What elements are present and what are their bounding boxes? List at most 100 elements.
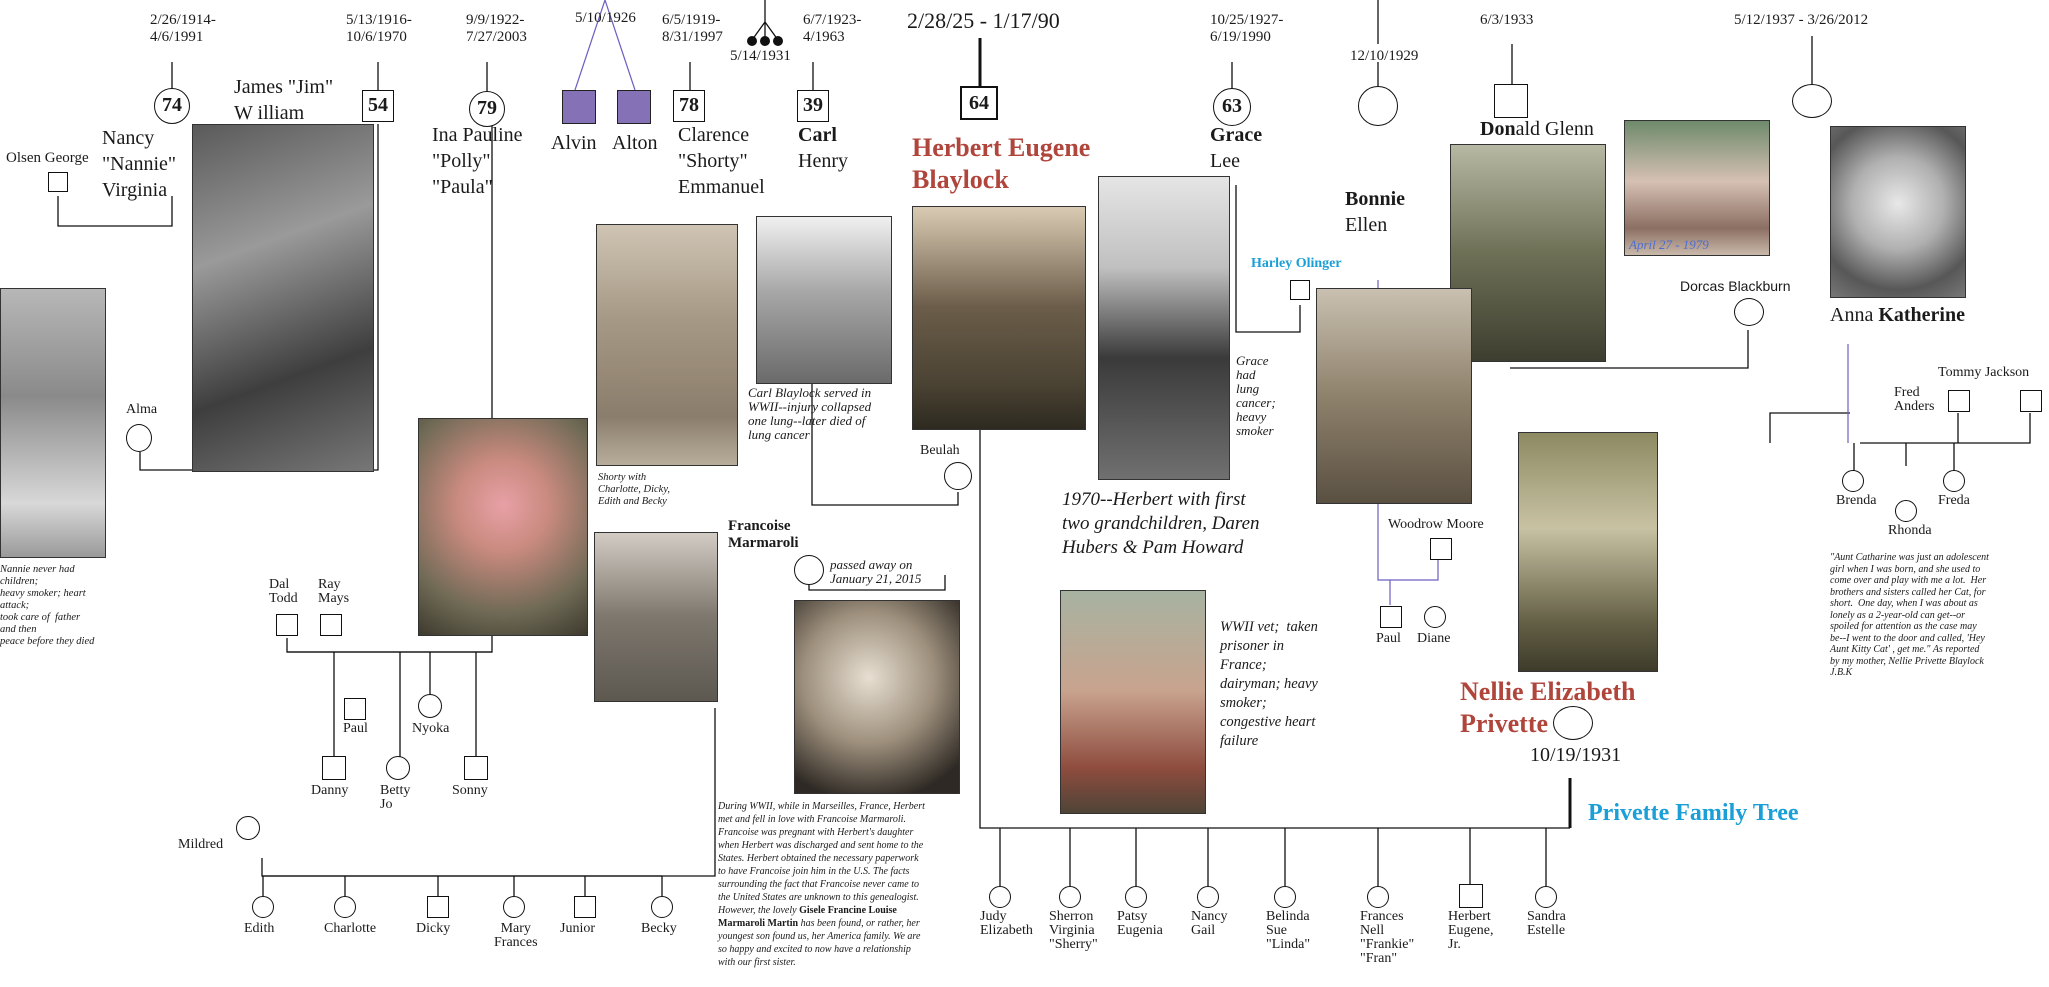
brenda-female-symbol xyxy=(1842,470,1864,492)
diane-name: Diane xyxy=(1417,631,1451,646)
katherine-photo xyxy=(1830,126,1966,298)
dicky-name: Dicky xyxy=(416,921,451,936)
ina-photo xyxy=(418,418,588,636)
paul-b-name: Paul xyxy=(1376,631,1401,646)
fred-male-symbol xyxy=(1948,390,1970,412)
ray-male-symbol xyxy=(320,614,342,636)
danny-name: Danny xyxy=(311,783,349,798)
grace-caption: Grace had lung cancer; heavy smoker xyxy=(1236,353,1276,438)
shorty-wife-photo xyxy=(594,532,718,702)
donald-rest-part: ald Glenn xyxy=(1515,118,1594,140)
grace-photo xyxy=(1098,176,1230,480)
alvin-male-symbol xyxy=(562,90,596,124)
sherron-female-symbol xyxy=(1059,886,1081,908)
couple-photo: April 27 - 1979 xyxy=(1624,120,1770,256)
carl-rest-name: Henry xyxy=(798,150,848,172)
nancy-gail-female-symbol xyxy=(1197,886,1219,908)
bonnie-photo xyxy=(1316,288,1472,504)
alma-female-symbol xyxy=(126,424,152,452)
harley-male-symbol xyxy=(1290,280,1310,300)
herbert-jr-name: Herbert Eugene, Jr. xyxy=(1448,909,1494,952)
marseilles-text-c: has been found, or rather, her youngest … xyxy=(718,918,921,968)
tommy-name: Tommy Jackson xyxy=(1938,365,2030,380)
grace-dates: 10/25/1927- 6/19/1990 xyxy=(1210,12,1284,46)
mary-female-symbol xyxy=(503,896,525,918)
photo-date-stamp: April 27 - 1979 xyxy=(1629,237,1709,253)
tommy-male-symbol xyxy=(2020,390,2042,412)
frances-name: Frances Nell "Frankie" "Fran" xyxy=(1360,909,1415,966)
becky-name: Becky xyxy=(641,921,677,936)
edith-name: Edith xyxy=(244,921,275,936)
charlotte-name: Charlotte xyxy=(324,921,377,936)
nyoka-female-symbol xyxy=(418,694,442,718)
mildred-female-symbol xyxy=(236,816,260,840)
sonny-male-symbol xyxy=(464,756,488,780)
beulah-female-symbol xyxy=(944,462,972,490)
becky-female-symbol xyxy=(651,896,673,918)
marseilles-text-a: During WWII, while in Marseilles, France… xyxy=(718,801,925,916)
bonnie-date: 12/10/1929 xyxy=(1350,48,1419,64)
herbert-name: Herbert Eugene Blaylock xyxy=(912,133,1091,194)
dorcas-name: Dorcas Blackburn xyxy=(1680,278,1791,294)
nellie-photo xyxy=(1518,432,1658,672)
nancy-female-symbol: 74 xyxy=(154,88,190,124)
clarence-male-symbol: 78 xyxy=(673,90,705,122)
frances-female-symbol xyxy=(1367,886,1389,908)
woodrow-name: Woodrow Moore xyxy=(1388,517,1484,532)
sherron-name: Sherron Virginia "Sherry" xyxy=(1049,909,1098,952)
shorty-caption: Shorty with Charlotte, Dicky, Edith and … xyxy=(598,472,671,507)
bonnie-female-symbol xyxy=(1358,86,1398,126)
junior-name: Junior xyxy=(560,921,595,936)
bonnie-first-name: Bonnie xyxy=(1345,188,1406,210)
herbert-dates: 2/28/25 - 1/17/90 xyxy=(907,8,1060,33)
sonny-name: Sonny xyxy=(452,783,488,798)
shorty-photo xyxy=(596,224,738,466)
belinda-female-symbol xyxy=(1274,886,1296,908)
james-dates: 5/13/1916- 10/6/1970 xyxy=(346,12,412,46)
brenda-name: Brenda xyxy=(1836,493,1877,508)
triplets-date: 5/14/1931 xyxy=(730,48,791,64)
donald-photo xyxy=(1450,144,1606,362)
paul-b-male-symbol xyxy=(1380,606,1402,628)
nancy-dates: 2/26/1914- 4/6/1991 xyxy=(150,12,216,46)
sandra-female-symbol xyxy=(1535,886,1557,908)
alton-male-symbol xyxy=(617,90,651,124)
charlotte-female-symbol xyxy=(334,896,356,918)
nannie-photo xyxy=(0,288,106,558)
alton-name: Alton xyxy=(612,132,658,154)
family-tree-title: Privette Family Tree xyxy=(1588,800,1799,826)
patsy-name: Patsy Eugenia xyxy=(1117,909,1163,938)
paul-i-male-symbol xyxy=(344,698,366,720)
ina-name: Ina Pauline "Polly" "Paula" xyxy=(432,124,523,198)
freda-female-symbol xyxy=(1943,470,1965,492)
nancy-gail-name: Nancy Gail xyxy=(1191,909,1228,938)
nancy-name: Nancy "Nannie" Virginia xyxy=(102,127,177,201)
james-photo xyxy=(192,124,374,472)
herbert-1970-caption: 1970--Herbert with first two grandchildr… xyxy=(1062,489,1260,558)
betty-name: Betty Jo xyxy=(380,783,411,812)
francoise-name: Francoise Marmaroli xyxy=(728,518,799,552)
donald-male-symbol xyxy=(1494,84,1528,118)
marseilles-gisele: Gisele Francine Louise Marmaroli Martin xyxy=(718,905,897,929)
katherine-female-symbol xyxy=(1792,84,1832,118)
triplet-dot-3 xyxy=(773,36,783,46)
clarence-name: Clarence "Shorty" Emmanuel xyxy=(678,124,765,198)
nellie-female-symbol xyxy=(1553,706,1593,740)
katherine-first-part: Anna xyxy=(1830,304,1879,326)
patsy-female-symbol xyxy=(1125,886,1147,908)
nellie-name: Nellie Elizabeth Privette xyxy=(1460,677,1636,738)
rhonda-name: Rhonda xyxy=(1888,523,1932,538)
olsen-male-symbol xyxy=(48,172,68,192)
donald-bold-part: Don xyxy=(1480,118,1516,140)
diane-female-symbol xyxy=(1424,606,1446,628)
nyoka-name: Nyoka xyxy=(412,721,450,736)
mildred-name: Mildred xyxy=(178,837,224,852)
carl-dates: 6/7/1923- 4/1963 xyxy=(803,12,862,46)
harley-name: Harley Olinger xyxy=(1251,256,1342,271)
wwii-caption: WWII vet; taken prisoner in France; dair… xyxy=(1220,619,1318,749)
ray-name: Ray Mays xyxy=(318,577,350,606)
herbert-photo xyxy=(912,206,1086,430)
woodrow-male-symbol xyxy=(1430,538,1452,560)
olsen-name: Olsen George xyxy=(6,150,89,166)
herbert-grandchildren-photo xyxy=(1060,590,1206,814)
